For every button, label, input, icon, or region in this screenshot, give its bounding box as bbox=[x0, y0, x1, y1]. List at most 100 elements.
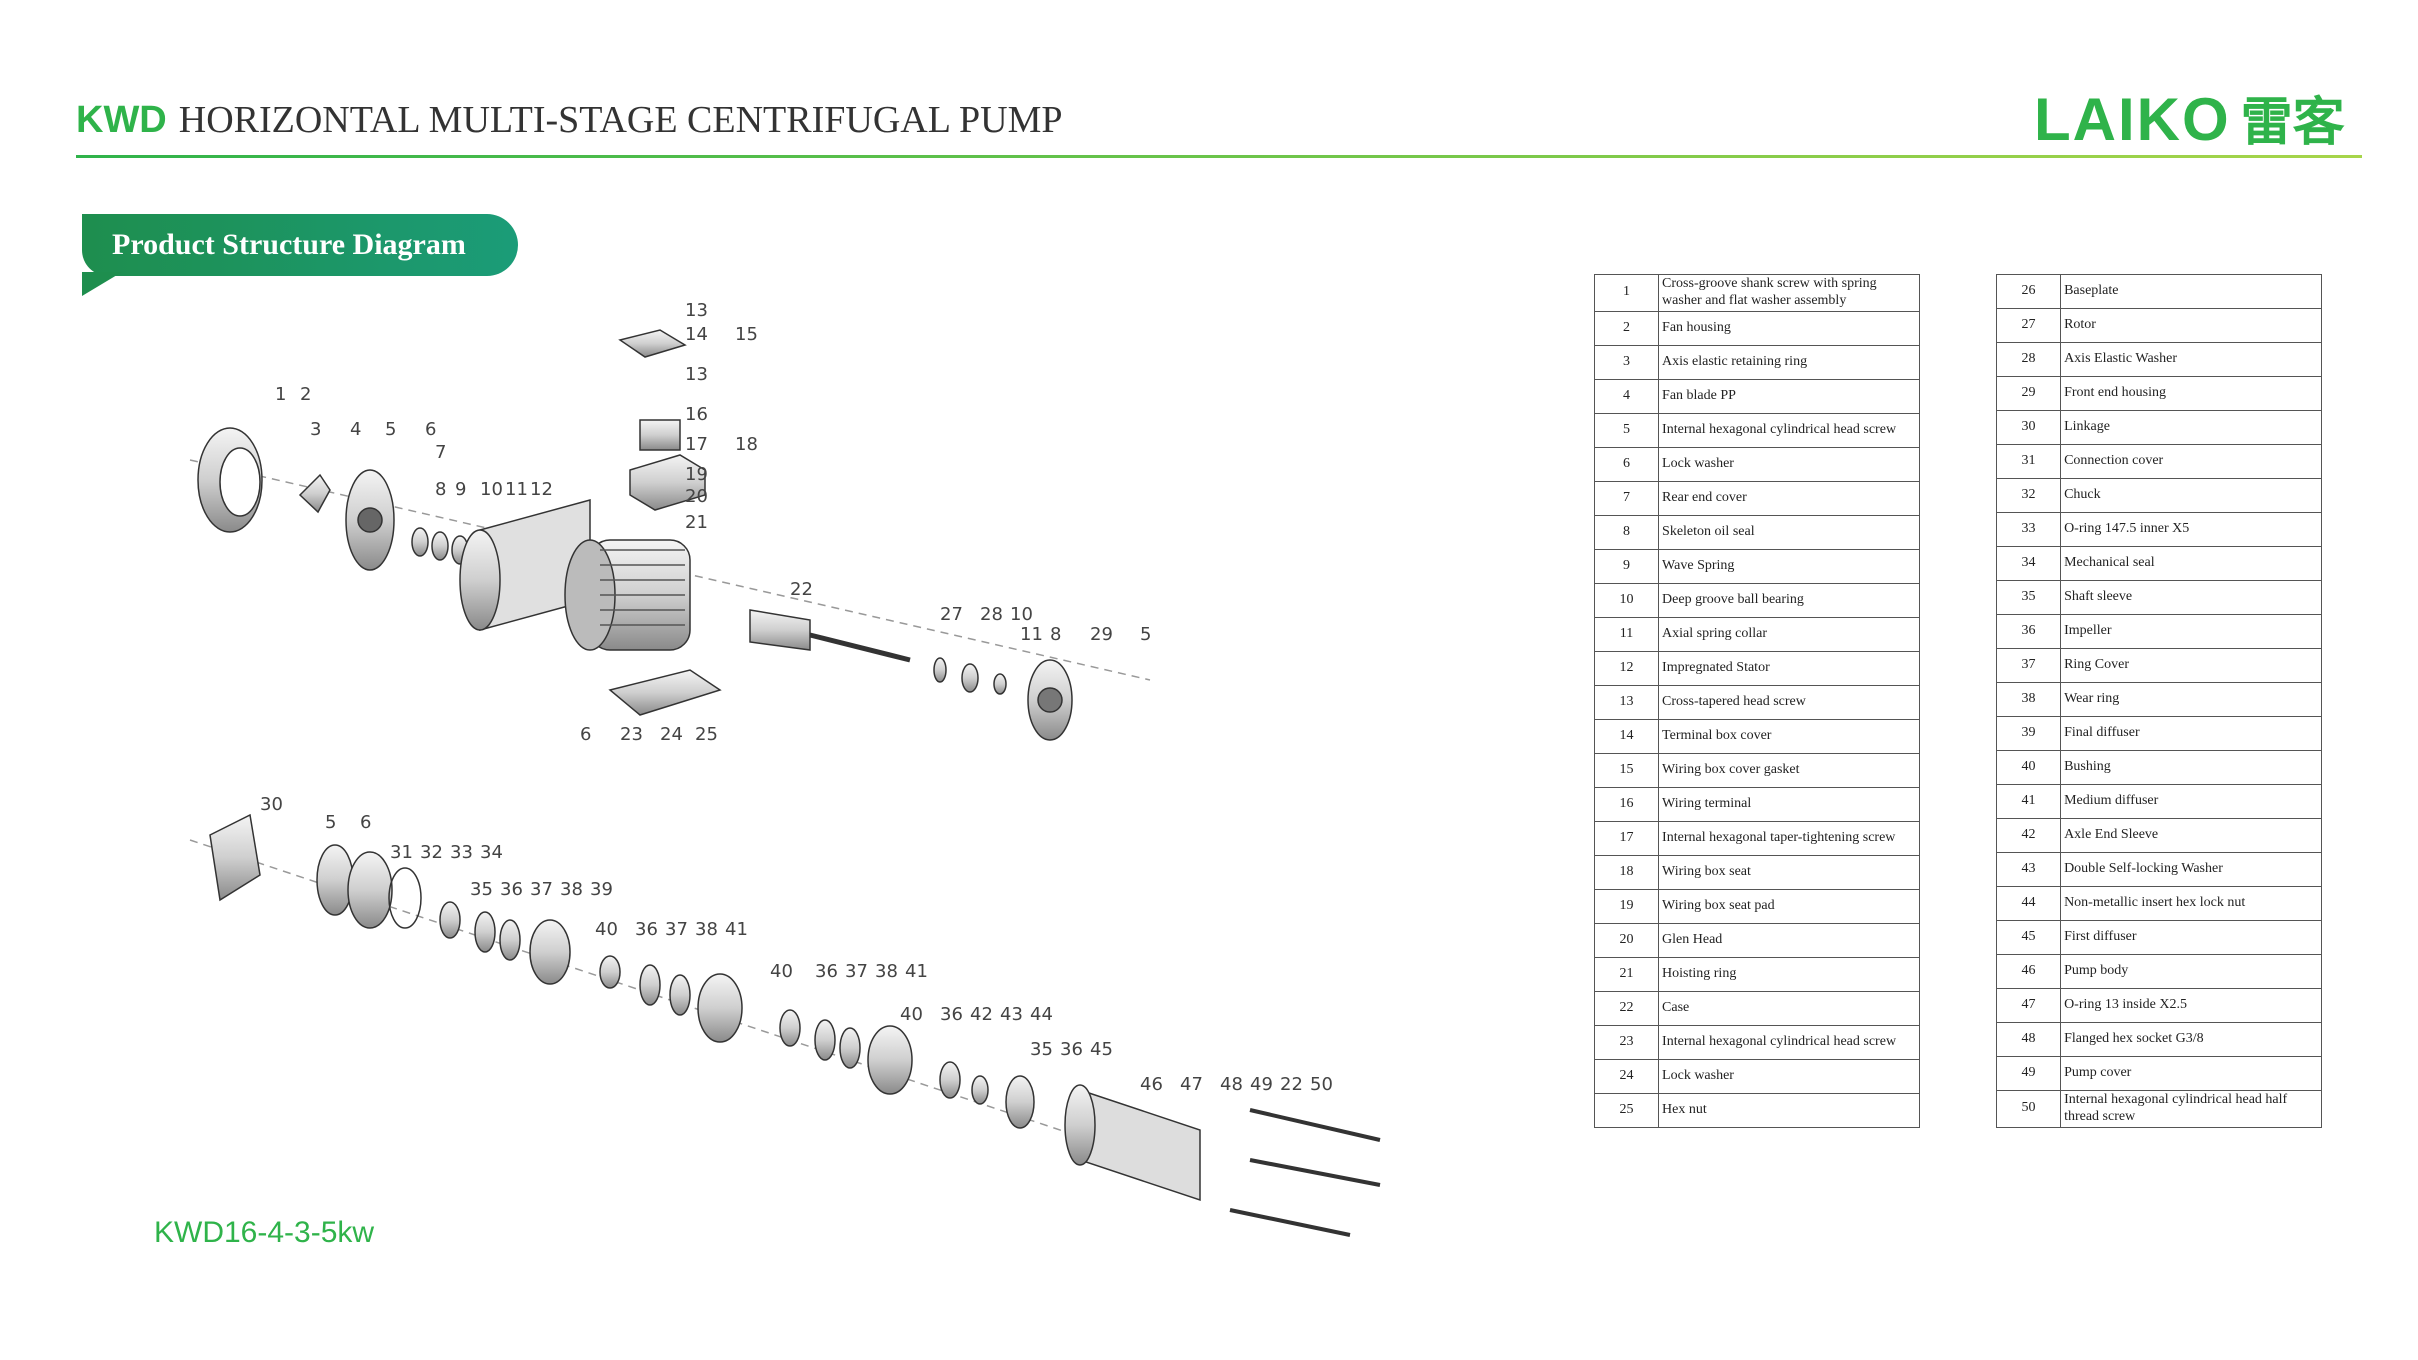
part-name: Wave Spring bbox=[1658, 548, 1920, 584]
motor-callout: 5 bbox=[1140, 624, 1151, 645]
pump-callout: 38 bbox=[875, 961, 898, 982]
pump-callout: 37 bbox=[665, 919, 688, 940]
pump-callout: 35 bbox=[1030, 1039, 1053, 1060]
part-number: 4 bbox=[1593, 378, 1660, 414]
model-code: KWD16-4-3-5kw bbox=[154, 1216, 375, 1249]
motor-callout: 27 bbox=[940, 604, 963, 625]
motor-callout: 23 bbox=[620, 724, 643, 745]
part-name: Hex nut bbox=[1658, 1092, 1920, 1128]
part-name: Non-metallic insert hex lock nut bbox=[2060, 886, 2322, 921]
motor-callout: 6 bbox=[580, 724, 591, 745]
part-number: 45 bbox=[1995, 920, 2062, 955]
part-name: Impeller bbox=[2060, 614, 2322, 649]
part-name: Case bbox=[1658, 990, 1920, 1026]
pump-callout: 37 bbox=[530, 879, 553, 900]
part-name: Wear ring bbox=[2060, 682, 2322, 717]
part-name: Glen Head bbox=[1658, 922, 1920, 958]
part-name: Flanged hex socket G3/8 bbox=[2060, 1022, 2322, 1057]
part-number: 48 bbox=[1995, 1022, 2062, 1057]
part-number: 27 bbox=[1995, 308, 2062, 343]
part-name: Impregnated Stator bbox=[1658, 650, 1920, 686]
part-number: 46 bbox=[1995, 954, 2062, 989]
part-name: Pump cover bbox=[2060, 1056, 2322, 1091]
motor-callout: 11 bbox=[505, 479, 528, 500]
pump-callout: 42 bbox=[970, 1004, 993, 1025]
motor-callout: 8 bbox=[1050, 624, 1061, 645]
motor-callout: 29 bbox=[1090, 624, 1113, 645]
part-name: Front end housing bbox=[2060, 376, 2322, 411]
part-name: Chuck bbox=[2060, 478, 2322, 513]
pump-callout: 44 bbox=[1030, 1004, 1053, 1025]
part-name: Hoisting ring bbox=[1658, 956, 1920, 992]
pump-callout: 36 bbox=[815, 961, 838, 982]
part-name: O-ring 13 inside X2.5 bbox=[2060, 988, 2322, 1023]
pump-callout: 40 bbox=[770, 961, 793, 982]
part-name: Terminal box cover bbox=[1658, 718, 1920, 754]
motor-callout: 17 bbox=[685, 434, 708, 455]
part-number: 10 bbox=[1593, 582, 1660, 618]
pump-callout: 48 bbox=[1220, 1074, 1243, 1095]
part-number: 43 bbox=[1995, 852, 2062, 887]
motor-callout: 12 bbox=[530, 479, 553, 500]
motor-callout: 14 bbox=[685, 324, 708, 345]
part-number: 5 bbox=[1593, 412, 1660, 448]
part-name: Wiring box seat bbox=[1658, 854, 1920, 890]
part-number: 16 bbox=[1593, 786, 1660, 822]
motor-callout: 18 bbox=[735, 434, 758, 455]
part-number: 49 bbox=[1995, 1056, 2062, 1091]
part-name: First diffuser bbox=[2060, 920, 2322, 955]
part-number: 29 bbox=[1995, 376, 2062, 411]
pump-callout: 32 bbox=[420, 842, 443, 863]
header-divider bbox=[76, 155, 2362, 158]
part-name: Pump body bbox=[2060, 954, 2322, 989]
part-name: Wiring box seat pad bbox=[1658, 888, 1920, 924]
pump-callout: 35 bbox=[470, 879, 493, 900]
part-number: 17 bbox=[1593, 820, 1660, 856]
part-number: 34 bbox=[1995, 546, 2062, 581]
part-number: 39 bbox=[1995, 716, 2062, 751]
pump-callout: 36 bbox=[635, 919, 658, 940]
part-number: 40 bbox=[1995, 750, 2062, 785]
pump-callout: 36 bbox=[500, 879, 523, 900]
pump-callout: 31 bbox=[390, 842, 413, 863]
motor-callout: 19 bbox=[685, 464, 708, 485]
part-name: Medium diffuser bbox=[2060, 784, 2322, 819]
part-number: 36 bbox=[1995, 614, 2062, 649]
part-number: 3 bbox=[1593, 344, 1660, 380]
motor-callout: 2 bbox=[300, 384, 311, 405]
part-number: 6 bbox=[1593, 446, 1660, 482]
motor-callout: 6 bbox=[425, 419, 436, 440]
part-number: 9 bbox=[1593, 548, 1660, 584]
part-name: Skeleton oil seal bbox=[1658, 514, 1920, 550]
motor-callout: 7 bbox=[435, 442, 446, 463]
pump-callout: 36 bbox=[1060, 1039, 1083, 1060]
part-name: Lock washer bbox=[1658, 446, 1920, 482]
part-number: 28 bbox=[1995, 342, 2062, 377]
part-name: Bushing bbox=[2060, 750, 2322, 785]
motor-callout: 9 bbox=[455, 479, 466, 500]
motor-callout: 28 bbox=[980, 604, 1003, 625]
